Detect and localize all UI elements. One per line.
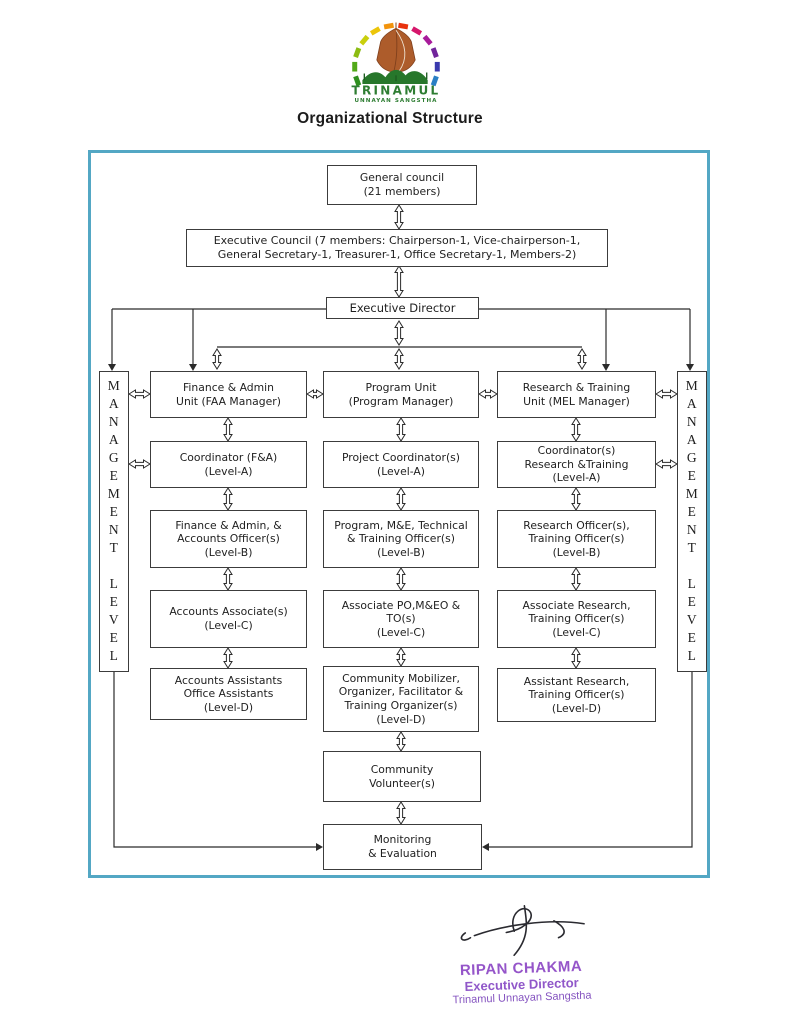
node-community-volunteers: Community Volunteer(s) bbox=[323, 751, 481, 802]
node-executive-director: Executive Director bbox=[326, 297, 479, 319]
node-accounts-assistants: Accounts Assistants Office Assistants (L… bbox=[150, 668, 307, 720]
logo-subtitle: UNNAYAN SANGSTHA bbox=[355, 98, 438, 104]
management-level-left: M A N A G E M E N T L E V E L bbox=[99, 371, 129, 672]
node-coordinator-fa: Coordinator (F&A) (Level-A) bbox=[150, 441, 307, 488]
node-associate-research: Associate Research, Training Officer(s) … bbox=[497, 590, 656, 648]
node-accounts-associates: Accounts Associate(s) (Level-C) bbox=[150, 590, 307, 648]
stamp-block: RIPAN CHAKMA Executive Director Trinamul… bbox=[426, 897, 615, 1007]
rainbow-arc-icon bbox=[352, 22, 440, 87]
node-assistant-research: Assistant Research, Training Officer(s) … bbox=[497, 668, 656, 722]
org-logo: TRINAMUL UNNAYAN SANGSTHA bbox=[352, 22, 441, 104]
node-community-mobilizer: Community Mobilizer, Organizer, Facilita… bbox=[323, 666, 479, 732]
node-research-training-unit: Research & Training Unit (MEL Manager) bbox=[497, 371, 656, 418]
node-project-coordinator: Project Coordinator(s) (Level-A) bbox=[323, 441, 479, 488]
node-program-unit: Program Unit (Program Manager) bbox=[323, 371, 479, 418]
node-program-officers: Program, M&E, Technical & Training Offic… bbox=[323, 510, 479, 568]
node-finance-officers: Finance & Admin, & Accounts Officer(s) (… bbox=[150, 510, 307, 568]
node-coordinator-research-training: Coordinator(s) Research &Training (Level… bbox=[497, 441, 656, 488]
page-title: Organizational Structure bbox=[297, 110, 483, 127]
node-monitoring-evaluation: Monitoring & Evaluation bbox=[323, 824, 482, 870]
management-level-right: M A N A G E M E N T L E V E L bbox=[677, 371, 707, 672]
node-research-officers: Research Officer(s), Training Officer(s)… bbox=[497, 510, 656, 568]
logo-name: TRINAMUL bbox=[352, 84, 441, 98]
hills-icon bbox=[362, 69, 428, 84]
node-associate-po: Associate PO,M&EO & TO(s) (Level-C) bbox=[323, 590, 479, 648]
node-general-council: General council (21 members) bbox=[327, 165, 477, 205]
signature-scribble bbox=[460, 905, 585, 957]
node-executive-council: Executive Council (7 members: Chairperso… bbox=[186, 229, 608, 267]
node-finance-admin-unit: Finance & Admin Unit (FAA Manager) bbox=[150, 371, 307, 418]
